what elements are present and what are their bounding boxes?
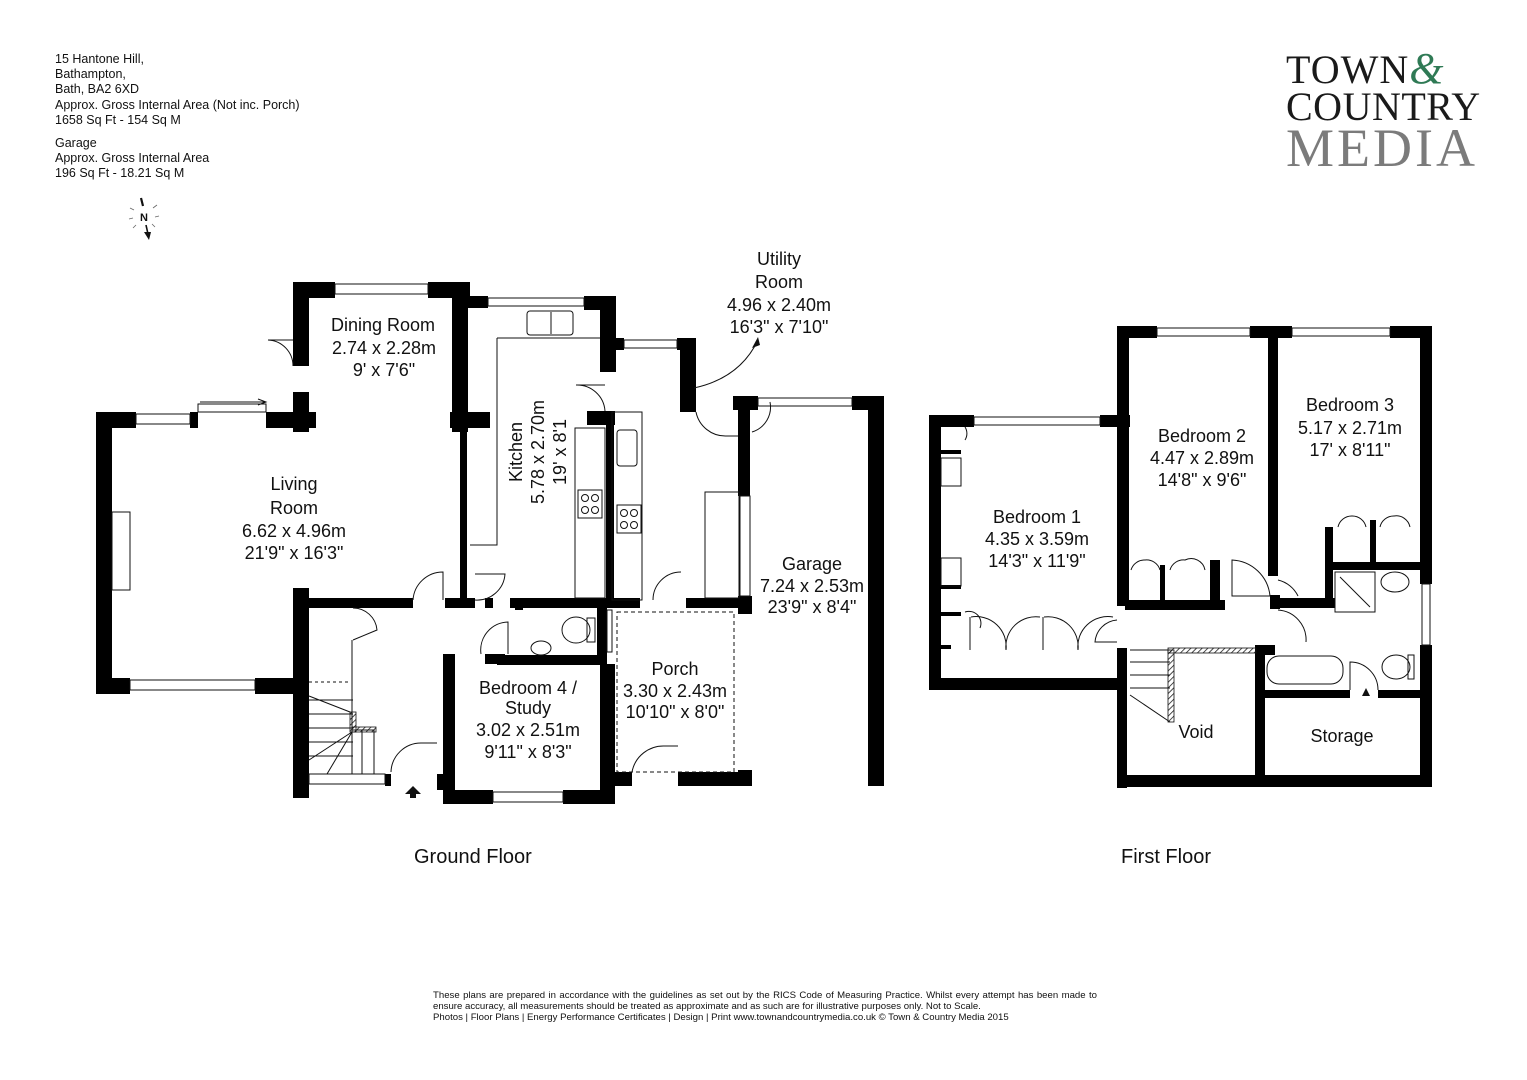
- compass-label: N: [140, 212, 148, 224]
- address-line-2: Bathampton,: [55, 67, 126, 82]
- svg-text:Living: Living: [270, 474, 317, 494]
- room-living-room: Living Room 6.62 x 4.96m 21'9" x 16'3": [242, 474, 346, 563]
- room-bedroom-2: Bedroom 2 4.47 x 2.89m 14'8" x 9'6": [1150, 426, 1254, 490]
- svg-text:Bedroom 1: Bedroom 1: [993, 507, 1081, 527]
- svg-text:3.02 x 2.51m: 3.02 x 2.51m: [476, 720, 580, 740]
- svg-text:Bedroom 2: Bedroom 2: [1158, 426, 1246, 446]
- room-bedroom-3: Bedroom 3 5.17 x 2.71m 17' x 8'11": [1298, 395, 1402, 460]
- ground-floor-plan: [96, 282, 884, 804]
- garage-area-note: Approx. Gross Internal Area: [55, 151, 210, 166]
- area-note: Approx. Gross Internal Area (Not inc. Po…: [55, 97, 300, 112]
- svg-text:10'10" x 8'0": 10'10" x 8'0": [626, 702, 725, 722]
- logo-ampersand: &: [1409, 44, 1445, 93]
- town-country-media-logo: TOWN& COUNTRY MEDIA: [1286, 47, 1481, 178]
- garage-area-value: 196 Sq Ft - 18.21 Sq M: [55, 166, 185, 181]
- svg-text:9' x 7'6": 9' x 7'6": [353, 360, 415, 380]
- svg-text:Kitchen: Kitchen: [506, 422, 526, 482]
- svg-text:Study: Study: [505, 698, 551, 718]
- svg-text:4.35 x 3.59m: 4.35 x 3.59m: [985, 529, 1089, 549]
- footer-disclaimer: These plans are prepared in accordance w…: [433, 990, 1097, 1023]
- svg-text:2.74 x 2.28m: 2.74 x 2.28m: [332, 338, 436, 358]
- utility-room-callout-arrow: [693, 339, 759, 389]
- room-porch: Porch 3.30 x 2.43m 10'10" x 8'0": [623, 659, 727, 722]
- svg-text:Room: Room: [755, 272, 803, 292]
- logo-country: COUNTRY: [1286, 84, 1481, 129]
- svg-text:5.17 x 2.71m: 5.17 x 2.71m: [1298, 418, 1402, 438]
- storage-door-arrow-icon: [1362, 688, 1370, 696]
- disclaimer-text: These plans are prepared in accordance w…: [433, 990, 1097, 1012]
- ground-floor-label: Ground Floor: [414, 846, 532, 868]
- svg-text:14'3" x 11'9": 14'3" x 11'9": [988, 551, 1085, 571]
- svg-text:Bedroom 4 /: Bedroom 4 /: [479, 678, 577, 698]
- room-dining-room: Dining Room 2.74 x 2.28m 9' x 7'6": [331, 315, 436, 380]
- room-utility-room: Utility Room 4.96 x 2.40m 16'3" x 7'10": [727, 249, 831, 337]
- svg-text:Void: Void: [1178, 722, 1213, 742]
- north-arrow-icon: N: [128, 197, 160, 240]
- room-garage: Garage 7.24 x 2.53m 23'9" x 8'4": [760, 554, 864, 617]
- svg-text:Bedroom 3: Bedroom 3: [1306, 395, 1394, 415]
- svg-text:Garage: Garage: [782, 554, 842, 574]
- svg-text:16'3" x 7'10": 16'3" x 7'10": [730, 317, 829, 337]
- svg-text:Dining Room: Dining Room: [331, 315, 435, 335]
- first-floor-fixtures: [940, 327, 1431, 723]
- area-value: 1658 Sq Ft - 154 Sq M: [55, 112, 181, 127]
- svg-text:Storage: Storage: [1310, 726, 1373, 746]
- room-kitchen: Kitchen 5.78 x 2.70m 19' x 8'1: [506, 400, 570, 504]
- property-info: 15 Hantone Hill, Bathampton, Bath, BA2 6…: [55, 52, 300, 182]
- entrance-arrow-icon: [405, 786, 421, 798]
- svg-text:Room: Room: [270, 498, 318, 518]
- svg-text:7.24 x 2.53m: 7.24 x 2.53m: [760, 576, 864, 596]
- room-bedroom-4-study: Bedroom 4 / Study 3.02 x 2.51m 9'11" x 8…: [476, 678, 580, 762]
- svg-text:5.78 x 2.70m: 5.78 x 2.70m: [528, 400, 548, 504]
- svg-text:6.62 x 4.96m: 6.62 x 4.96m: [242, 521, 346, 541]
- address-line-1: 15 Hantone Hill,: [55, 52, 144, 66]
- garage-area-title: Garage: [55, 136, 97, 151]
- room-bedroom-1: Bedroom 1 4.35 x 3.59m 14'3" x 11'9": [985, 507, 1089, 571]
- logo-media: MEDIA: [1286, 118, 1478, 178]
- svg-text:23'9" x 8'4": 23'9" x 8'4": [768, 597, 857, 617]
- svg-text:4.47 x 2.89m: 4.47 x 2.89m: [1150, 448, 1254, 468]
- room-void: Void: [1178, 722, 1213, 742]
- logo-town: TOWN: [1286, 47, 1410, 92]
- svg-text:3.30 x 2.43m: 3.30 x 2.43m: [623, 681, 727, 701]
- services-text: Photos | Floor Plans | Energy Performanc…: [433, 1012, 1009, 1023]
- room-storage: Storage: [1310, 726, 1373, 746]
- svg-text:Porch: Porch: [651, 659, 698, 679]
- svg-text:17' x 8'11": 17' x 8'11": [1310, 440, 1391, 460]
- first-floor-plan: [929, 326, 1432, 788]
- ground-floor-fixtures: [111, 283, 853, 803]
- svg-text:19' x 8'1: 19' x 8'1: [550, 419, 570, 485]
- address-line-3: Bath, BA2 6XD: [55, 82, 140, 97]
- svg-text:14'8" x 9'6": 14'8" x 9'6": [1158, 470, 1247, 490]
- svg-text:Utility: Utility: [757, 249, 801, 269]
- svg-text:21'9" x 16'3": 21'9" x 16'3": [245, 543, 344, 563]
- svg-text:4.96 x 2.40m: 4.96 x 2.40m: [727, 295, 831, 315]
- first-floor-label: First Floor: [1121, 846, 1211, 868]
- svg-text:9'11" x 8'3": 9'11" x 8'3": [484, 742, 571, 762]
